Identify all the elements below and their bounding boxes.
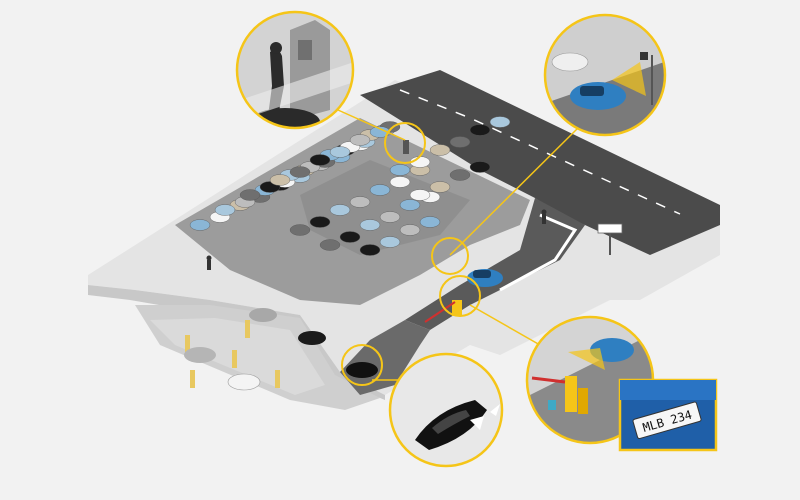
road-top — [360, 70, 720, 255]
garage-pillar — [232, 350, 237, 368]
garage-pillar — [275, 370, 280, 388]
ramp-car — [346, 362, 378, 378]
parked-car — [359, 219, 381, 231]
pedestrian-2 — [541, 209, 547, 224]
garage-pillars — [185, 320, 280, 388]
parked-car — [369, 126, 391, 138]
pedestrian-1 — [206, 255, 212, 270]
parked-car — [239, 189, 261, 201]
parked-car — [339, 231, 361, 243]
parked-car — [469, 161, 491, 173]
garage-floor — [150, 318, 325, 395]
parked-car — [289, 166, 311, 178]
callout-pay-station — [235, 10, 355, 130]
parked-car — [319, 239, 341, 251]
parked-car — [379, 211, 401, 223]
barrier-gate — [424, 300, 462, 323]
parked-car — [399, 224, 421, 236]
parked-cars — [189, 116, 511, 256]
road-entry — [405, 198, 585, 330]
parked-car — [369, 184, 391, 196]
garage-pillar — [190, 370, 195, 388]
parked-car — [469, 124, 491, 136]
callout-entry-camera — [543, 13, 667, 137]
parked-car — [409, 189, 431, 201]
parked-car — [399, 199, 421, 211]
scene-highlight-rings — [341, 122, 481, 386]
parking-lot-inner — [300, 160, 470, 255]
parked-car — [214, 204, 236, 216]
entry-car — [467, 269, 503, 287]
parked-car — [289, 224, 311, 236]
parked-car — [489, 116, 511, 128]
parked-car — [449, 136, 471, 148]
parked-car — [389, 164, 411, 176]
sidewalk — [499, 213, 578, 292]
parked-car — [429, 181, 451, 193]
pay-station — [403, 140, 409, 154]
parked-car — [329, 204, 351, 216]
parked-car — [449, 169, 471, 181]
license-plate — [632, 401, 702, 440]
parked-car — [359, 244, 381, 256]
callout-ramp-car — [388, 352, 504, 468]
parked-car — [379, 236, 401, 248]
platform-edge — [88, 285, 385, 400]
parked-car — [389, 176, 411, 188]
parked-car — [349, 134, 371, 146]
parked-car — [349, 196, 371, 208]
parked-car — [429, 144, 451, 156]
garage-pillar — [245, 320, 250, 338]
garage-cars — [184, 308, 326, 391]
parked-car — [309, 154, 331, 166]
parked-car — [309, 216, 331, 228]
parked-car — [419, 216, 441, 228]
sign-post — [597, 223, 623, 255]
garage-pillar — [185, 335, 190, 353]
parked-car — [329, 146, 351, 158]
parked-car — [189, 219, 211, 231]
license-plate-panel: MLB 234 — [618, 378, 718, 452]
parked-car — [269, 174, 291, 186]
